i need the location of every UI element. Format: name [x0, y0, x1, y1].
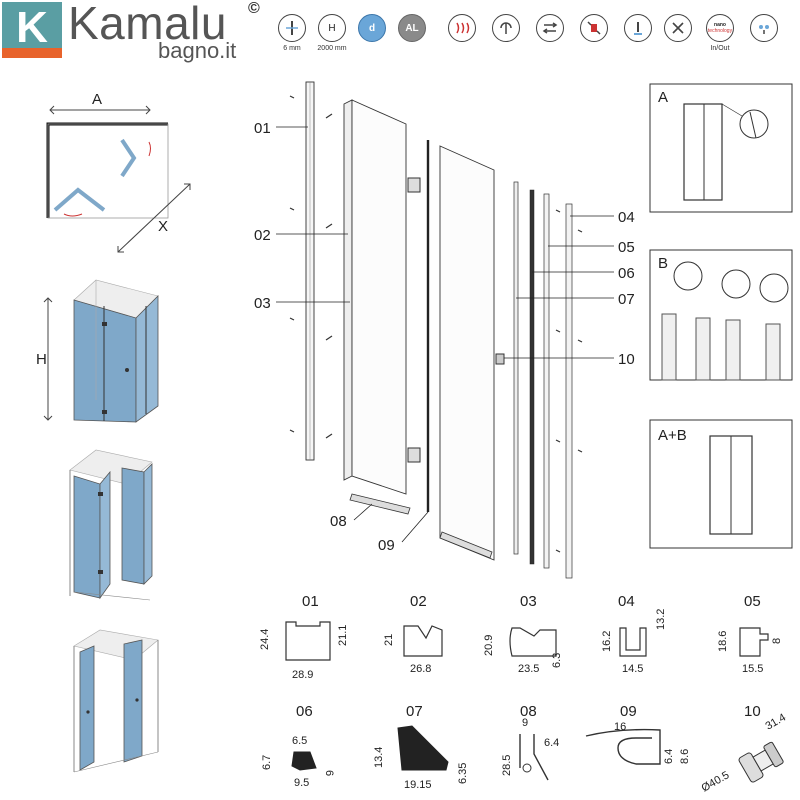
profile-title-05: 05	[744, 593, 761, 610]
profile-sections: 01 02 03 04 05 06 07 08 09 10 24.4 21.1 …	[259, 593, 788, 795]
perspective-view-single	[73, 629, 159, 773]
part-label-10: 10	[618, 351, 635, 368]
height-caption: 2000 mm	[317, 45, 347, 52]
profile-title-03: 03	[520, 593, 537, 610]
p07-dim-foot: 6.35	[457, 763, 469, 784]
part-label-06: 06	[618, 265, 635, 282]
p04-dim-height: 16.2	[601, 631, 613, 652]
brand-name: Kamalu	[68, 0, 227, 49]
p01-dim-inner: 21.1	[337, 625, 349, 646]
profile-title-06: 06	[296, 703, 313, 720]
detail-ab-title: A+B	[658, 427, 687, 444]
detail-box-ab: A+B	[649, 419, 793, 549]
detail-a-title: A	[658, 89, 668, 106]
p06-dim-right: 6	[323, 770, 335, 776]
logo-accent-bar	[2, 48, 62, 58]
profile-title-09: 09	[620, 703, 637, 720]
hard-glass-icon: d	[358, 14, 386, 42]
p06-dim-left: 6.7	[261, 755, 273, 770]
detail-box-a: A	[649, 83, 793, 213]
p10-dim-length: 31.4	[764, 711, 789, 732]
p03-dim-step: 6.3	[551, 653, 563, 668]
height-icon: H	[318, 14, 346, 42]
magnetic-icon	[580, 14, 608, 42]
p05-dim-height: 18.6	[717, 631, 729, 652]
plan-dim-x: X	[158, 218, 168, 235]
p02-dim-height: 21	[383, 634, 395, 646]
p06-dim-top: 6.5	[292, 735, 307, 747]
perspective-view-open	[69, 449, 153, 601]
heat-icon	[448, 14, 476, 42]
p09-dim-height: 8.6	[679, 749, 691, 764]
p08-dim-height: 28.5	[501, 755, 513, 776]
exploded-view: 01 02 03 04 05 06 07 10 08 09	[254, 81, 635, 579]
part-label-01: 01	[254, 120, 271, 137]
nano-technology-icon: nano technology	[706, 14, 734, 42]
part-label-03: 03	[254, 295, 271, 312]
p09-dim-inner: 6.4	[663, 749, 675, 764]
p07-dim-width: 19.15	[404, 779, 432, 791]
water-drop-icon	[750, 14, 778, 42]
p08-dim-fin: 6.4	[544, 737, 559, 749]
aluminium-icon-text: AL	[405, 22, 419, 34]
profile-title-07: 07	[406, 703, 423, 720]
part-label-07: 07	[618, 291, 635, 308]
aluminium-icon: AL	[398, 14, 426, 42]
part-label-05: 05	[618, 239, 635, 256]
profile-title-02: 02	[410, 593, 427, 610]
part-label-09: 09	[378, 537, 395, 554]
p03-dim-height: 20.9	[483, 635, 495, 656]
height-icon-letter: H	[328, 22, 336, 34]
profile-title-01: 01	[302, 593, 319, 610]
brand-site: bagno.it	[158, 38, 237, 63]
p07-dim-height: 13.4	[373, 747, 385, 768]
technology-label: technology	[707, 28, 733, 34]
p06-dim-width: 9.5	[294, 777, 309, 789]
p10-dim-diameter: Ø40.5	[700, 769, 732, 794]
copyright-mark: ©	[248, 0, 260, 17]
profile-title-08: 08	[520, 703, 537, 720]
p03-dim-width: 23.5	[518, 663, 539, 675]
side-dim-h: H	[36, 351, 47, 368]
p01-dim-width: 28.9	[292, 669, 313, 681]
p04-dim-inner: 13.2	[655, 609, 667, 630]
p04-dim-width: 14.5	[622, 663, 643, 675]
p01-dim-height: 24.4	[259, 629, 271, 650]
glass-thickness-icon	[278, 14, 306, 42]
logo-letter: K	[16, 3, 48, 52]
nano-label: nano	[714, 22, 726, 28]
perspective-view-closed: H	[36, 279, 159, 423]
p05-dim-inner: 8	[771, 638, 783, 644]
detail-box-b: B	[649, 249, 793, 381]
p09-dim-width: 16	[614, 721, 626, 733]
reversible-icon	[492, 14, 520, 42]
p02-dim-width: 26.8	[410, 663, 431, 675]
nano-caption: In/Out	[710, 45, 730, 52]
part-label-02: 02	[254, 227, 271, 244]
p05-dim-width: 15.5	[742, 663, 763, 675]
p08-dim-top: 9	[522, 717, 528, 729]
pivot-icon	[624, 14, 652, 42]
hard-glass-icon-letter: d	[368, 22, 376, 34]
part-label-08: 08	[330, 513, 347, 530]
tools-icon	[664, 14, 692, 42]
detail-b-title: B	[658, 255, 668, 272]
profile-title-10: 10	[744, 703, 761, 720]
profile-title-04: 04	[618, 593, 635, 610]
plan-view: A X	[46, 91, 191, 253]
left-right-icon	[536, 14, 564, 42]
glass-thickness-caption: 6 mm	[283, 45, 301, 52]
plan-dim-a: A	[92, 91, 102, 108]
part-label-04: 04	[618, 209, 635, 226]
